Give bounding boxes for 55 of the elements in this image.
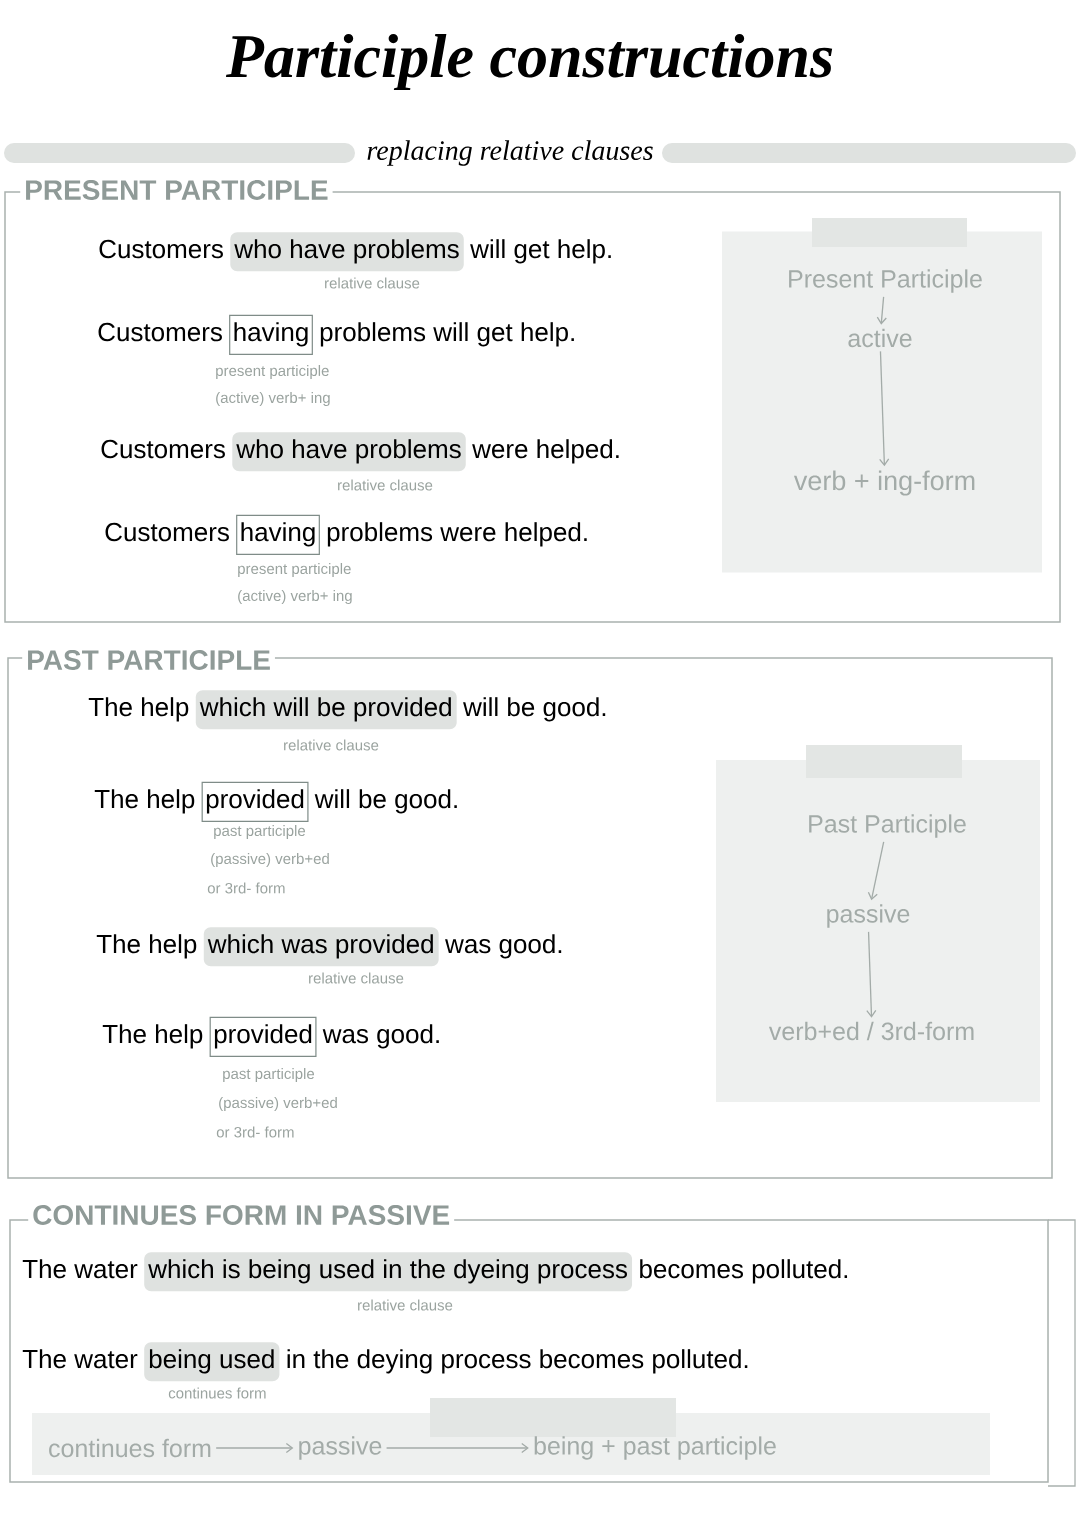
highlighted-phrase: who have problems — [232, 432, 466, 472]
sentence-text: Customers — [105, 522, 229, 542]
flow-text: passive — [299, 1436, 382, 1460]
flow-text: Present Participle — [789, 269, 982, 293]
subtitle: replacing relative clauses — [367, 140, 653, 166]
sentence-text: problems will get help. — [320, 322, 574, 347]
title: Participle constructions — [226, 33, 833, 91]
annotation-note: or 3rd- form — [207, 882, 285, 894]
sentence-text: Customers — [98, 322, 222, 342]
flow-text: being + past participle — [534, 1436, 776, 1460]
sentence-text: Customers — [101, 439, 225, 459]
flow-text: passive — [827, 904, 910, 928]
sentence-text: The help — [102, 1024, 203, 1049]
annotation-note: (passive) verb+ed — [211, 853, 329, 867]
arrow — [215, 1442, 294, 1454]
arrow — [385, 1442, 529, 1454]
annotation-note: relative clause — [338, 479, 433, 491]
highlighted-phrase: which was provided — [203, 927, 439, 967]
sentence-text: The help — [96, 934, 197, 959]
sentence-text: The help — [88, 697, 189, 722]
sentence-text: The water — [22, 1259, 138, 1279]
arrow — [867, 841, 885, 901]
flow-text: verb+ed / 3rd-form — [768, 1021, 974, 1041]
annotation-note: (passive) verb+ed — [219, 1097, 337, 1111]
boxed-word: provided — [201, 781, 309, 822]
annotation-note: (active) verb+ ing — [216, 392, 330, 406]
highlighted-phrase: which will be provided — [195, 690, 457, 730]
sentence-text: Customers — [99, 239, 223, 259]
info-panel — [716, 745, 1040, 1102]
boxed-word: having — [229, 314, 313, 355]
sentence-text: The water — [22, 1349, 138, 1369]
arrow — [866, 931, 877, 1018]
highlighted-phrase: who have problems — [230, 232, 464, 272]
boxed-word: provided — [209, 1016, 317, 1057]
flow-text: verb + ing-form — [793, 470, 975, 496]
annotation-note: relative clause — [325, 277, 420, 289]
flow-text: active — [848, 328, 912, 348]
sentence-text: was good. — [322, 1024, 439, 1049]
info-panel — [722, 218, 1042, 573]
highlighted-phrase: being used — [144, 1342, 280, 1382]
sentence-text: in the deying process becomes polluted. — [287, 1349, 748, 1374]
annotation-note: or 3rd- form — [216, 1126, 294, 1138]
sentence-text: problems were helped. — [327, 522, 587, 547]
annotation-note: relative clause — [309, 972, 404, 984]
flow-text: continues form — [49, 1438, 211, 1458]
arrow — [876, 296, 887, 325]
flow-text: Past Participle — [809, 814, 966, 838]
annotation-note: (active) verb+ ing — [238, 590, 352, 604]
info-panel — [32, 1398, 990, 1475]
boxed-word: having — [236, 514, 320, 555]
arrow — [879, 350, 890, 467]
sentence-text: will be good. — [314, 789, 457, 814]
sentence-text: The help — [94, 789, 195, 814]
highlighted-phrase: which is being used in the dyeing process — [144, 1252, 633, 1292]
annotation-note: relative clause — [284, 739, 379, 751]
